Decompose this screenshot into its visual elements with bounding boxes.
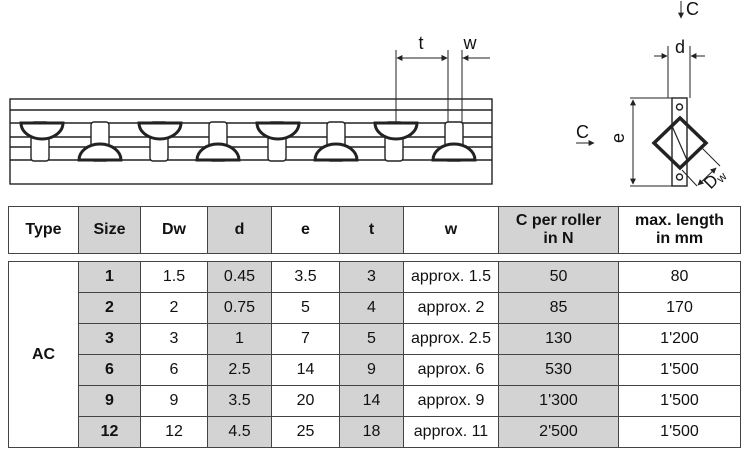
- table-cell: 1'500: [618, 354, 741, 386]
- force-c-side-label: C: [576, 122, 589, 142]
- roller-lower: [313, 142, 359, 162]
- roller-upper: [255, 121, 301, 141]
- table-cell: 9: [140, 385, 208, 417]
- dimension-w-label: w: [463, 33, 478, 53]
- table-cell: 0.75: [207, 292, 272, 324]
- roller-lower: [77, 142, 123, 162]
- table-spacer-row: [8, 253, 741, 262]
- table-header-row: Type Size Dw d e t w C per roller in N m…: [8, 206, 741, 254]
- header-size: Size: [78, 206, 141, 254]
- table-cell: approx. 1.5: [403, 261, 499, 293]
- table-cell: 12: [78, 416, 141, 448]
- table-cell: 85: [498, 292, 619, 324]
- table-cell: 170: [618, 292, 741, 324]
- table-cell: 3: [339, 261, 404, 293]
- roller-upper: [373, 121, 419, 141]
- table-cell: 1'200: [618, 323, 741, 355]
- table-cell: 3.5: [207, 385, 272, 417]
- table-cell: approx. 9: [403, 385, 499, 417]
- table-cell: 6: [140, 354, 208, 386]
- header-e: e: [271, 206, 340, 254]
- table-cell: 4: [339, 292, 404, 324]
- roller-specifications-table: Type Size Dw d e t w C per roller in N m…: [8, 206, 741, 448]
- roller-lower: [195, 142, 241, 162]
- force-c-top-label: C: [686, 0, 699, 19]
- dimension-d-label: d: [675, 37, 685, 57]
- table-cell: 12: [140, 416, 208, 448]
- cage-strip-outline: [9, 98, 493, 185]
- table-cell: 50: [498, 261, 619, 293]
- table-cell: 80: [618, 261, 741, 293]
- cage-strip-side-view: [9, 98, 493, 185]
- cage-web: [671, 97, 688, 187]
- table-cell: 4.5: [207, 416, 272, 448]
- table-cell: 1: [207, 323, 272, 355]
- table-cell: 25: [271, 416, 340, 448]
- table-cell: 0.45: [207, 261, 272, 293]
- cage-cross-section: [576, 1, 721, 187]
- table-cell: 3: [78, 323, 141, 355]
- table-cell: 6: [78, 354, 141, 386]
- table-cell: 20: [271, 385, 340, 417]
- table-cell: 1'500: [618, 416, 741, 448]
- table-cell: 530: [498, 354, 619, 386]
- roller-upper: [137, 121, 183, 141]
- header-w: w: [403, 206, 499, 254]
- table-cell: approx. 2.5: [403, 323, 499, 355]
- roller-upper: [19, 121, 65, 141]
- table-cell: 3: [140, 323, 208, 355]
- table-cell: 2: [140, 292, 208, 324]
- table-cell: 9: [78, 385, 141, 417]
- table-cell: 2'500: [498, 416, 619, 448]
- table-cell: approx. 6: [403, 354, 499, 386]
- table-cell: 3.5: [271, 261, 340, 293]
- table-cell: 9: [339, 354, 404, 386]
- header-c-per-roller: C per roller in N: [498, 206, 619, 254]
- roller-lower: [431, 142, 477, 162]
- type-cell: AC: [8, 261, 79, 448]
- table-cell: 5: [339, 323, 404, 355]
- table-cell: approx. 2: [403, 292, 499, 324]
- dimension-t-label: t: [418, 33, 423, 53]
- table-cell: 5: [271, 292, 340, 324]
- roller-cross-section: [651, 115, 709, 171]
- dimension-e-label: e: [608, 133, 628, 143]
- table-cell: 1'300: [498, 385, 619, 417]
- header-max-length: max. length in mm: [618, 206, 741, 254]
- table-cell: 130: [498, 323, 619, 355]
- table-cell: 7: [271, 323, 340, 355]
- table-cell: 1'500: [618, 385, 741, 417]
- header-dw: Dw: [140, 206, 208, 254]
- table-cell: approx. 11: [403, 416, 499, 448]
- header-d: d: [207, 206, 272, 254]
- dimension-t-w: [395, 50, 490, 122]
- table-cell: 1: [78, 261, 141, 293]
- technical-drawing: t w C d C e Dw: [9, 0, 730, 193]
- table-cell: 2.5: [207, 354, 272, 386]
- table-cell: 2: [78, 292, 141, 324]
- table-cell: 18: [339, 416, 404, 448]
- table-cell: 14: [339, 385, 404, 417]
- header-type: Type: [8, 206, 79, 254]
- header-t: t: [339, 206, 404, 254]
- table-cell: 1.5: [140, 261, 208, 293]
- table-cell: 14: [271, 354, 340, 386]
